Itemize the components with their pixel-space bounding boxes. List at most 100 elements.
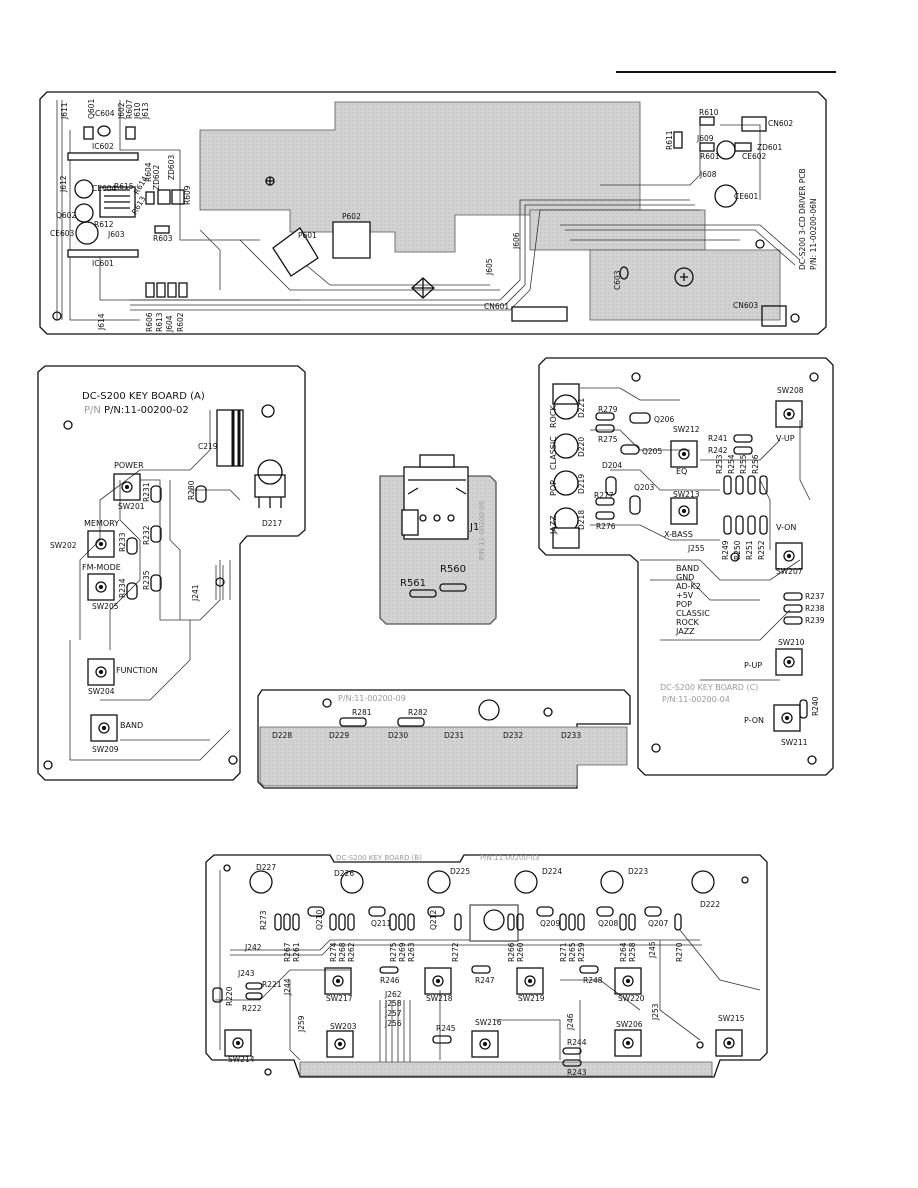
label-j262: J262 [384, 990, 402, 999]
label-cn601: CN601 [484, 302, 509, 311]
label-r611: R611 [665, 130, 674, 150]
label-q203: Q203 [634, 483, 654, 492]
label-r267: R267 [283, 942, 292, 962]
label-j606: J606 [512, 232, 521, 250]
label-q601: Q601 [87, 99, 96, 119]
label-r252: R252 [757, 540, 766, 560]
label-r281: R281 [352, 708, 372, 717]
label-r250: R250 [733, 540, 742, 560]
tactile-switch-footprint [87, 658, 115, 686]
label-q208: Q208 [598, 919, 618, 928]
led-ref-d233: D233 [561, 731, 581, 740]
connector-pin-list: BAND GND AD-K2 +5V POP CLASSIC ROCK JAZZ [675, 564, 710, 636]
label-d204: D204 [602, 461, 622, 470]
label-d217: D217 [262, 519, 282, 528]
label-r262: R262 [347, 942, 356, 962]
label-r253: R253 [715, 454, 724, 474]
tactile-switch-footprint [670, 497, 698, 525]
label-j610: J610 [133, 102, 142, 120]
button-label-p-on: P-ON [744, 716, 764, 725]
tactile-switch-footprint [424, 967, 452, 995]
switch-ref-sw207: SW207 [776, 567, 803, 576]
button-label-v-on: V-ON [776, 523, 796, 532]
led-label-classic: CLASSIC [549, 436, 558, 470]
switch-ref-sw219: SW219 [518, 994, 545, 1003]
led-ref-d223: D223 [628, 867, 648, 876]
label-r242: R242 [708, 446, 728, 455]
label-r612: R612 [94, 220, 114, 229]
tactile-switch-footprint [326, 1030, 354, 1058]
led-board-part-number: P/N:11-00200-09 [338, 694, 406, 703]
label-ce603: CE603 [50, 229, 75, 238]
switch-center-dot [435, 978, 441, 984]
led-ref-d219: D219 [577, 474, 586, 494]
label-j245: J245 [648, 941, 657, 959]
switch-actuator [332, 975, 344, 987]
label-r273: R273 [259, 910, 268, 930]
label-r266: R266 [507, 942, 516, 962]
pin-label: BAND [676, 564, 699, 573]
label-j255: J255 [687, 544, 705, 553]
led-ref-d232: D232 [503, 731, 523, 740]
pin-label: +5V [676, 591, 694, 600]
label-r613b: R613 [130, 194, 148, 216]
led-ref-d225: D225 [450, 867, 470, 876]
switch-actuator [95, 666, 107, 678]
label-j602: J602 [117, 102, 126, 120]
switch-center-dot [98, 584, 104, 590]
label-r609: R609 [183, 185, 192, 205]
switch-ref-sw205: SW205 [92, 602, 119, 611]
label-p602: P602 [342, 212, 361, 221]
label-r240: R240 [811, 696, 820, 716]
switch-ref-sw208: SW208 [777, 386, 804, 395]
label-q206: Q206 [654, 415, 674, 424]
switch-actuator [678, 505, 690, 517]
switch-actuator [232, 1037, 244, 1049]
label-r255: R255 [739, 454, 748, 474]
label-r260: R260 [516, 942, 525, 962]
switch-ref-sw216: SW216 [475, 1018, 502, 1027]
label-j243: J243 [237, 969, 255, 978]
label-r232: R232 [142, 525, 151, 545]
led-ref-d221: D221 [577, 398, 586, 418]
label-r238: R238 [805, 604, 825, 613]
driver-board [39, 91, 827, 335]
headphone-board [379, 454, 497, 625]
switch-actuator [98, 722, 110, 734]
switch-center-dot [625, 1040, 631, 1046]
label-r259: R259 [577, 942, 586, 962]
pin-label: GND [676, 573, 694, 582]
led-ref-d230: D230 [388, 731, 408, 740]
switch-ref-sw201: SW201 [118, 502, 145, 511]
switch-center-dot [337, 1041, 343, 1047]
key-board-a-part-ghost: P/N [84, 405, 101, 416]
switch-center-dot [527, 978, 533, 984]
label-r249: R249 [721, 540, 730, 560]
label-r234: R234 [118, 578, 127, 598]
label-ce602: CE602 [742, 152, 767, 161]
tactile-switch-footprint [614, 967, 642, 995]
tactile-switch-footprint [471, 1030, 499, 1058]
label-r613: R613 [155, 312, 164, 332]
driver-board-title: DC-S200 3-CD DRIVER PCB [798, 168, 807, 270]
switch-actuator [678, 448, 690, 460]
switch-ref-sw214: SW214 [228, 1055, 255, 1064]
headphone-board-part-number: P/N:11-00200-05 [478, 501, 486, 560]
label-r251: R251 [745, 540, 754, 560]
button-label-band: BAND [120, 721, 143, 730]
label-r274: R274 [329, 942, 338, 962]
switch-ref-sw210: SW210 [778, 638, 805, 647]
led-ref-d218: D218 [577, 510, 586, 530]
label-j605: J605 [485, 258, 494, 276]
switch-ref-sw220: SW220 [618, 994, 645, 1003]
switch-actuator [622, 975, 634, 987]
key-board-c-part-number: P/N:11-00200-04 [662, 695, 730, 704]
tactile-switch-footprint [773, 704, 801, 732]
label-j604: J604 [165, 315, 174, 333]
label-j256: J256 [384, 1019, 402, 1028]
label-r263: R263 [407, 942, 416, 962]
label-q205: Q205 [642, 447, 662, 456]
key-board-a [37, 365, 306, 781]
label-j246: J246 [566, 1013, 575, 1031]
